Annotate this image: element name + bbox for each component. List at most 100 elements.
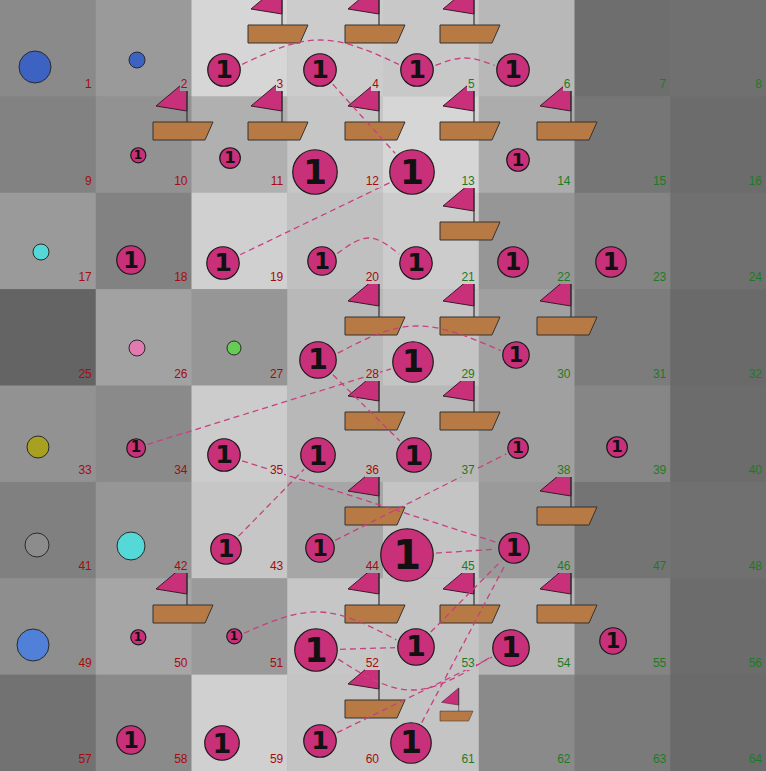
board-square bbox=[192, 578, 288, 675]
disc-value: 1 bbox=[131, 440, 141, 455]
value-disc: 1 bbox=[207, 438, 241, 472]
disc-value: 1 bbox=[406, 633, 426, 662]
cell-number: 15 bbox=[652, 175, 667, 188]
value-disc: 1 bbox=[507, 437, 529, 459]
disc-fill bbox=[208, 54, 241, 87]
board-cell: 58 1 bbox=[96, 675, 192, 771]
value-disc: 1 bbox=[130, 629, 147, 646]
board-cell: 26 bbox=[96, 289, 192, 385]
board-cell: 361 bbox=[287, 386, 383, 482]
board-cell: 101 bbox=[96, 96, 192, 192]
boat-mast bbox=[458, 688, 459, 711]
board-square bbox=[575, 96, 671, 193]
board-square bbox=[287, 386, 383, 483]
cell-number: 30 bbox=[556, 368, 571, 381]
cell-number: 40 bbox=[748, 464, 763, 477]
board-cell: 40 bbox=[670, 386, 766, 482]
cell-number: 60 bbox=[365, 753, 380, 766]
board-cell: 57 bbox=[0, 675, 96, 771]
boat-mast bbox=[473, 0, 474, 25]
value-disc: 1 bbox=[400, 53, 434, 87]
disc-fill bbox=[308, 247, 337, 276]
board-square bbox=[479, 193, 575, 290]
board-cell: 281 bbox=[287, 289, 383, 385]
board-cell: 53 1 bbox=[383, 578, 479, 674]
disc-fill bbox=[306, 534, 335, 563]
cell-number: 62 bbox=[556, 753, 571, 766]
value-disc: 1 bbox=[496, 53, 530, 87]
board-cell: 121 bbox=[287, 96, 383, 192]
board-square bbox=[670, 386, 766, 483]
value-disc: 1 bbox=[292, 149, 338, 195]
board-cell: 27 bbox=[192, 289, 288, 385]
cell-number: 47 bbox=[652, 560, 667, 573]
disc-value: 1 bbox=[407, 250, 425, 276]
value-disc: 1 bbox=[116, 725, 146, 755]
cell-number: 35 bbox=[269, 464, 284, 477]
cell-number: 38 bbox=[556, 464, 571, 477]
disc-fill bbox=[499, 533, 530, 564]
cell-number: 31 bbox=[652, 368, 667, 381]
board-square bbox=[575, 386, 671, 483]
board-square bbox=[0, 96, 96, 193]
board-cell: 31 bbox=[192, 0, 288, 96]
token-dot bbox=[117, 532, 145, 560]
board-cell: 8 bbox=[670, 0, 766, 96]
board-cell: 601 bbox=[287, 675, 383, 771]
value-disc: 1 bbox=[599, 627, 627, 655]
board-square bbox=[0, 289, 96, 386]
cell-number: 21 bbox=[460, 271, 475, 284]
board-cell: 201 bbox=[287, 193, 383, 289]
cell-number: 33 bbox=[77, 464, 92, 477]
board-cell: 56 bbox=[670, 578, 766, 674]
disc-value: 1 bbox=[309, 442, 328, 469]
board-square bbox=[96, 0, 192, 97]
value-disc: 1 bbox=[303, 53, 337, 87]
disc-value: 1 bbox=[305, 634, 328, 667]
disc-value: 1 bbox=[400, 155, 424, 190]
disc-value: 1 bbox=[213, 730, 232, 757]
value-disc: 1 bbox=[380, 528, 434, 582]
boat-mast bbox=[378, 0, 379, 25]
board-square bbox=[0, 482, 96, 579]
cell-number: 58 bbox=[173, 753, 188, 766]
token-dot bbox=[17, 629, 49, 661]
disc-fill bbox=[304, 725, 337, 758]
value-disc: 1 bbox=[294, 628, 338, 672]
route-line bbox=[337, 657, 492, 732]
boat-hull bbox=[440, 222, 500, 240]
disc-value: 1 bbox=[215, 442, 233, 468]
cell-number: 22 bbox=[556, 271, 571, 284]
cell-number: 11 bbox=[270, 175, 284, 188]
board-cell: 291 bbox=[383, 289, 479, 385]
disc-fill bbox=[304, 54, 337, 87]
value-disc: 1 bbox=[392, 341, 434, 383]
cell-number: 14 bbox=[556, 175, 571, 188]
boat-hull bbox=[537, 122, 597, 140]
board-cell: 24 bbox=[670, 193, 766, 289]
cell-number: 42 bbox=[173, 560, 188, 573]
board-square bbox=[287, 193, 383, 290]
value-disc: 1 bbox=[126, 438, 146, 458]
cell-number: 20 bbox=[365, 271, 380, 284]
cell-number: 53 bbox=[460, 657, 475, 670]
board-cell: 431 bbox=[192, 482, 288, 578]
board-square bbox=[575, 675, 671, 771]
board-square bbox=[192, 193, 288, 290]
disc-fill bbox=[301, 438, 336, 473]
disc-value: 1 bbox=[311, 57, 329, 83]
cell-number: 54 bbox=[556, 657, 571, 670]
disc-value: 1 bbox=[501, 634, 521, 663]
value-disc: 1 bbox=[502, 341, 530, 369]
board-cell: 501 bbox=[96, 578, 192, 674]
disc-value: 1 bbox=[224, 150, 235, 167]
board-cell: 181 bbox=[96, 193, 192, 289]
value-disc: 1 bbox=[207, 53, 241, 87]
cell-number: 49 bbox=[77, 657, 92, 670]
boat-sail bbox=[348, 0, 379, 14]
board-square bbox=[96, 386, 192, 483]
boat-hull bbox=[248, 122, 308, 140]
board-cell: 2 bbox=[96, 0, 192, 96]
board-cell: 441 bbox=[287, 482, 383, 578]
cell-number: 10 bbox=[173, 175, 188, 188]
